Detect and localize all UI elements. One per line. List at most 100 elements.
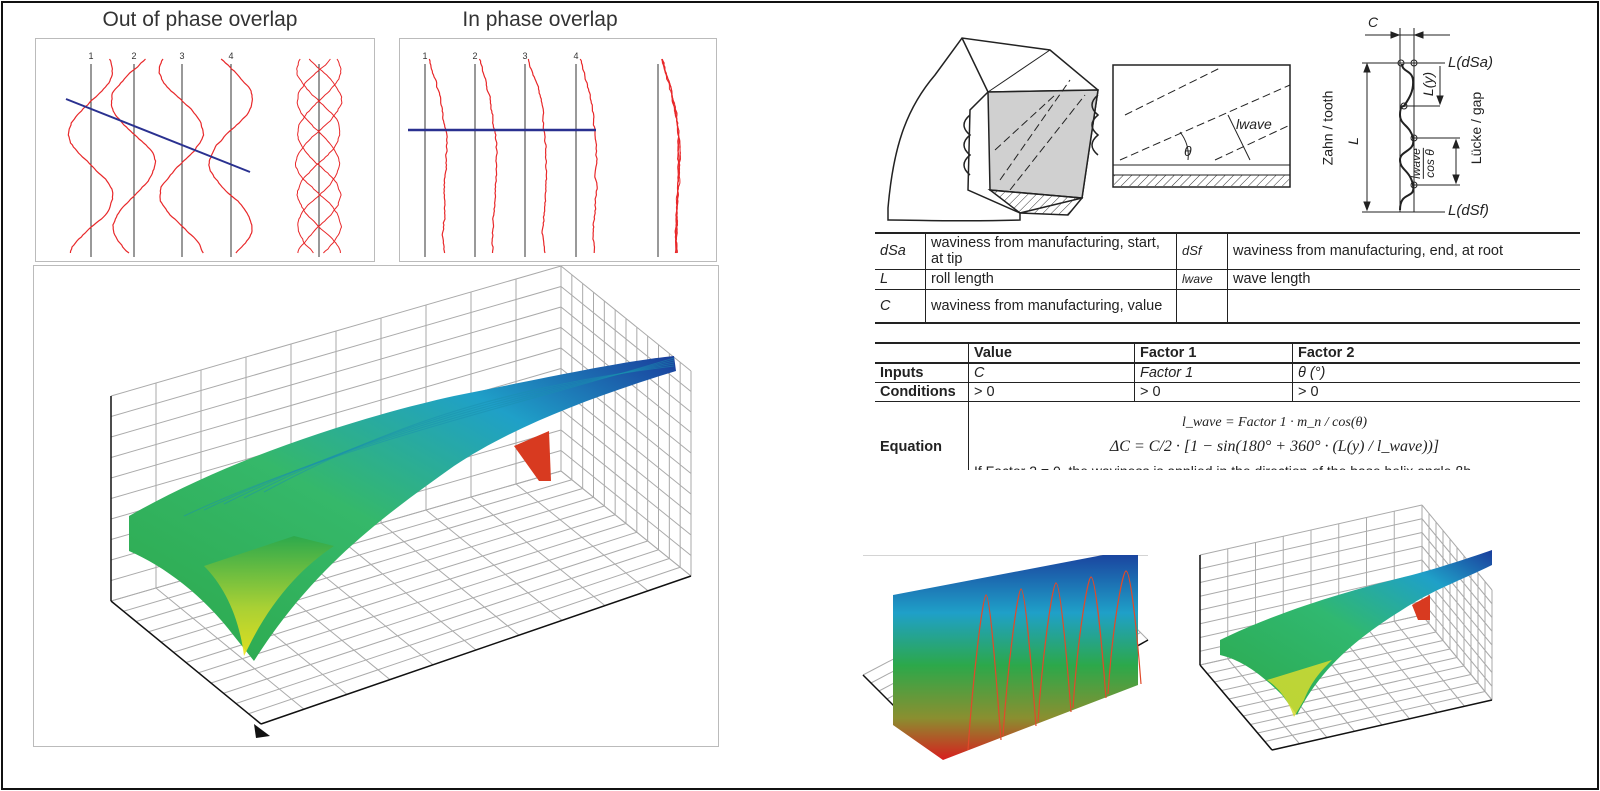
grid-line: [110, 327, 562, 458]
grid-line: [1421, 504, 1493, 591]
profile-trace: [110, 58, 157, 254]
table-row: Inputs C Factor 1 θ (°): [875, 363, 1580, 383]
profile-trace: [67, 58, 114, 254]
inputs-table-clip: Value Factor 1 Factor 2 Inputs C Factor …: [875, 342, 1580, 470]
description-cell: waviness from manufacturing, value: [925, 288, 1177, 324]
profile-trace: [478, 58, 498, 254]
grid-line: [560, 450, 692, 556]
row-label: Conditions: [875, 382, 969, 402]
surface-yellow-region: [1267, 660, 1332, 717]
profile-trace: [428, 58, 448, 254]
overlay-trace: [297, 58, 342, 254]
wave-crest: [1072, 576, 1107, 709]
grid-line: [110, 347, 562, 479]
profile-trace: [527, 58, 548, 254]
grid-line: [1199, 545, 1423, 597]
overlay-trace: [661, 58, 682, 254]
profile-trace: [158, 58, 205, 254]
track-label: 4: [228, 51, 233, 61]
out-of-phase-overlap-line: [65, 98, 251, 173]
track-label: 1: [422, 51, 427, 61]
track-label: 3: [179, 51, 184, 61]
surface-plot-main-svg: [110, 266, 692, 738]
grid-line: [1243, 665, 1465, 717]
l-dsa-label: L(dSa): [1448, 54, 1494, 71]
symbol-cell: dSa: [875, 232, 926, 270]
l-y-label: L(y): [1420, 71, 1437, 97]
grid-line: [560, 409, 692, 515]
grid-line: [1421, 518, 1493, 605]
value-cell: > 0: [1134, 382, 1293, 402]
value-cell: Factor 1: [1134, 363, 1293, 383]
grid-line: [1257, 682, 1479, 734]
grid-line: [1199, 532, 1423, 583]
c-label: C: [1368, 14, 1379, 30]
table-header-row: Value Factor 1 Factor 2: [875, 343, 1580, 364]
grid-line: [1199, 504, 1423, 556]
grid-line: [110, 306, 562, 438]
wave-crest: [967, 594, 1002, 751]
x-axis: [1199, 664, 1273, 751]
equation-note: If Factor 2 = 0, the waviness is applied…: [974, 462, 1575, 470]
grid-line: [1264, 691, 1486, 742]
grid-line: [560, 266, 692, 372]
grid-line: [110, 266, 562, 397]
header-cell: [875, 343, 969, 364]
surface-plot-main: [33, 265, 719, 747]
equation-cell: l_wave = Factor 1 · m_n / cos(θ) ΔC = C/…: [969, 402, 1581, 470]
tooth-label: Zahn / tooth: [1319, 90, 1336, 166]
l-length-label: L: [1344, 137, 1361, 145]
grid-line: [1199, 559, 1423, 611]
grid-line: [235, 558, 670, 704]
surface-red-patch: [514, 431, 551, 481]
surface-waves: [893, 555, 1138, 760]
symbol-cell: lwave: [1176, 268, 1228, 290]
table-row: Equation l_wave = Factor 1 · m_n / cos(θ…: [875, 401, 1581, 470]
surface-ridge: [263, 365, 675, 493]
grid-line: [110, 286, 562, 417]
lwave-numerator: lwave: [1408, 148, 1424, 179]
header-cell: Value: [968, 343, 1135, 364]
surface-red-patch: [1412, 595, 1430, 620]
overlay-trace: [296, 58, 341, 254]
y-axis: [260, 575, 692, 725]
theta-label: θ: [1184, 143, 1192, 159]
track-label: 1: [88, 51, 93, 61]
track-label: 2: [131, 51, 136, 61]
symbol-cell: C: [875, 288, 926, 324]
grid-line: [560, 286, 692, 392]
grid-line: [223, 549, 659, 694]
x-axis: [110, 600, 262, 725]
grid-line: [248, 566, 681, 715]
value-cell: > 0: [968, 382, 1135, 402]
grid-line: [560, 347, 692, 454]
description-cell: [1227, 288, 1580, 324]
grid-line: [198, 531, 637, 674]
table-row: dSa waviness from manufacturing, start, …: [875, 232, 1580, 270]
grid-line: [560, 470, 692, 577]
surface-plot-out-of-phase: [1199, 504, 1493, 751]
value-cell: C: [968, 363, 1135, 383]
grid-line: [1228, 648, 1451, 700]
grid-line: [1421, 600, 1493, 687]
surface-plot-in-phase: [862, 555, 1149, 760]
row-label: Inputs: [875, 363, 969, 383]
grid-line: [210, 540, 648, 684]
surface-yellow-region: [204, 536, 334, 656]
inputs-table: Value Factor 1 Factor 2 Inputs C Factor …: [875, 342, 1580, 470]
table-row: L roll length lwave wave length: [875, 268, 1580, 290]
description-cell: waviness from manufacturing, end, at roo…: [1227, 232, 1580, 270]
grid-line: [1421, 614, 1493, 701]
grid-line: [560, 388, 692, 495]
header-cell: Factor 2: [1292, 343, 1580, 364]
wave-crest: [1002, 588, 1037, 737]
out-of-phase-panel: 1 2 3 4: [35, 38, 375, 262]
wavelength-equation: l_wave = Factor 1 · m_n / cos(θ): [1181, 414, 1368, 430]
description-cell: roll length: [925, 268, 1177, 290]
out-of-phase-title: Out of phase overlap: [102, 8, 298, 31]
header-cell: Factor 1: [1134, 343, 1293, 364]
profile-trace: [579, 58, 598, 254]
l-dsf-label: L(dSf): [1448, 202, 1489, 219]
grid-line: [1250, 674, 1472, 725]
